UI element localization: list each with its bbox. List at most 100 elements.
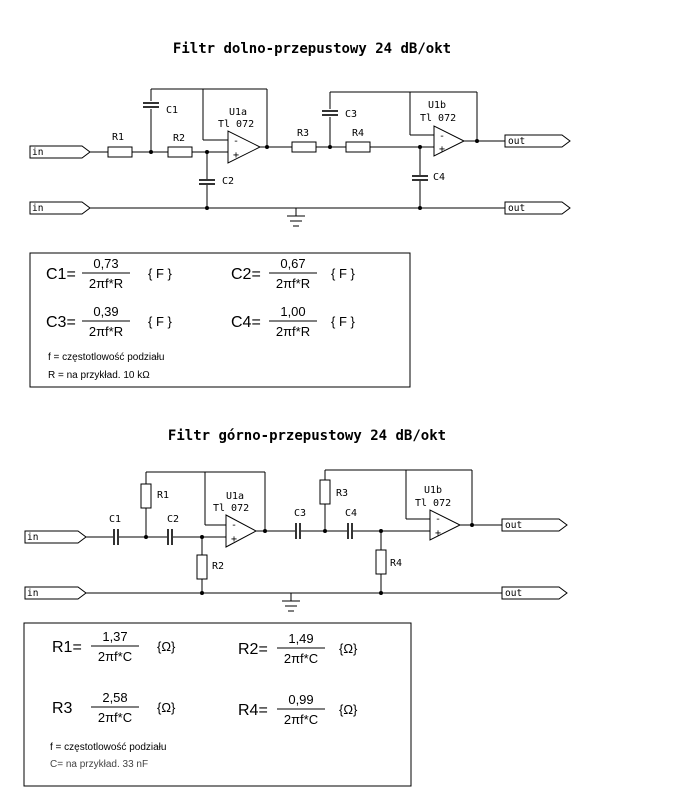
- lowpass-u1b-type: Tl 072: [420, 113, 456, 124]
- svg-text:R3: R3: [52, 700, 73, 717]
- svg-text:{ F }: { F }: [331, 266, 356, 281]
- svg-text:-: -: [231, 520, 237, 531]
- highpass-formula-box: [23, 622, 412, 787]
- svg-text:out: out: [508, 203, 525, 214]
- svg-text:R2=: R2=: [238, 641, 268, 658]
- svg-text:R4=: R4=: [238, 702, 268, 719]
- svg-text:2πf*R: 2πf*R: [89, 276, 123, 291]
- svg-text:out: out: [505, 588, 522, 599]
- svg-text:in: in: [32, 203, 43, 214]
- lowpass-title: Filtr dolno-przepustowy 24 dB/okt: [173, 41, 451, 57]
- lowpass-c1-label: C1: [166, 105, 178, 116]
- highpass-c2-label: C2: [167, 514, 179, 525]
- lowpass-formula-box: [29, 252, 411, 388]
- highpass-out-ground-port[interactable]: out: [501, 586, 568, 600]
- lowpass-note-f: f = częstotlowość podziału: [48, 352, 164, 363]
- highpass-r1: [140, 483, 152, 509]
- svg-text:0,99: 0,99: [288, 692, 313, 707]
- highpass-r4-label: R4: [390, 558, 402, 569]
- highpass-out-port[interactable]: out: [501, 518, 568, 532]
- svg-text:{ F }: { F }: [148, 314, 173, 329]
- svg-text:{Ω}: {Ω}: [157, 639, 176, 654]
- lowpass-r3-label: R3: [297, 128, 309, 139]
- lowpass-opamp-u1b: [433, 125, 466, 157]
- highpass-formula-r3: R3 2,58 2πf*C {Ω}: [52, 690, 176, 725]
- svg-text:2,58: 2,58: [102, 690, 127, 705]
- highpass-r2-label: R2: [212, 561, 224, 572]
- svg-text:{ F }: { F }: [148, 266, 173, 281]
- svg-text:+: +: [435, 528, 441, 539]
- svg-text:0,39: 0,39: [93, 304, 118, 319]
- lowpass-in-port[interactable]: in: [29, 145, 91, 159]
- svg-text:in: in: [27, 532, 38, 543]
- svg-text:C3=: C3=: [46, 314, 76, 331]
- svg-text:2πf*C: 2πf*C: [284, 712, 318, 727]
- lowpass-formula-c4: C4= 1,00 2πf*R { F }: [231, 304, 356, 339]
- highpass-u1a-type: Tl 072: [213, 503, 249, 514]
- lowpass-out-port[interactable]: out: [504, 134, 571, 148]
- svg-text:-: -: [435, 514, 441, 525]
- highpass-c4-label: C4: [345, 508, 357, 519]
- lowpass-in-ground-port[interactable]: in: [29, 201, 91, 215]
- lowpass-ground-icon: [287, 208, 305, 227]
- svg-text:-: -: [233, 136, 239, 147]
- svg-text:C2=: C2=: [231, 266, 261, 283]
- svg-text:C4=: C4=: [231, 314, 261, 331]
- lowpass-r1: [107, 146, 133, 158]
- lowpass-section: Filtr dolno-przepustowy 24 dB/okt in in …: [29, 41, 571, 388]
- highpass-in-ground-port[interactable]: in: [24, 586, 87, 600]
- lowpass-opamp-u1a: [227, 130, 262, 164]
- svg-text:2πf*R: 2πf*R: [89, 324, 123, 339]
- highpass-formula-r2: R2= 1,49 2πf*C {Ω}: [238, 631, 358, 666]
- lowpass-note-r: R = na przykład. 10 kΩ: [48, 370, 150, 381]
- highpass-opamp-u1a: [225, 514, 258, 548]
- lowpass-formula-c2: C2= 0,67 2πf*R { F }: [231, 256, 356, 291]
- svg-text:2πf*R: 2πf*R: [276, 324, 310, 339]
- highpass-opamp-u1b: [429, 509, 462, 541]
- svg-text:1,00: 1,00: [280, 304, 305, 319]
- lowpass-u1a-label: U1a: [229, 107, 247, 118]
- svg-text:1,49: 1,49: [288, 631, 313, 646]
- svg-text:out: out: [505, 520, 522, 531]
- svg-text:{Ω}: {Ω}: [339, 641, 358, 656]
- highpass-r2: [196, 554, 208, 580]
- highpass-note-f: f = częstotlowość podziału: [50, 742, 166, 753]
- highpass-c3-label: C3: [294, 508, 306, 519]
- svg-text:+: +: [233, 150, 239, 161]
- lowpass-u1b-label: U1b: [428, 100, 446, 111]
- svg-text:-: -: [439, 131, 445, 142]
- lowpass-formula-c3: C3= 0,39 2πf*R { F }: [46, 304, 173, 339]
- highpass-ground-icon: [282, 593, 300, 612]
- highpass-u1b-type: Tl 072: [415, 498, 451, 509]
- svg-text:+: +: [231, 534, 237, 545]
- svg-text:{ F }: { F }: [331, 314, 356, 329]
- svg-text:in: in: [27, 588, 38, 599]
- highpass-u1b-label: U1b: [424, 485, 442, 496]
- highpass-note-c: C= na przykład. 33 nF: [50, 759, 148, 770]
- svg-text:2πf*C: 2πf*C: [98, 649, 132, 664]
- highpass-u1a-label: U1a: [226, 491, 244, 502]
- svg-text:1,37: 1,37: [102, 629, 127, 644]
- highpass-r4: [375, 549, 387, 575]
- highpass-c1-label: C1: [109, 514, 121, 525]
- lowpass-r1-label: R1: [112, 132, 124, 143]
- lowpass-r3: [291, 141, 317, 153]
- svg-text:0,73: 0,73: [93, 256, 118, 271]
- lowpass-c4-label: C4: [433, 172, 445, 183]
- highpass-in-port[interactable]: in: [24, 530, 87, 544]
- highpass-r1-label: R1: [157, 490, 169, 501]
- svg-text:out: out: [508, 136, 525, 147]
- highpass-title: Filtr górno-przepustowy 24 dB/okt: [168, 428, 446, 444]
- lowpass-c3-label: C3: [345, 109, 357, 120]
- lowpass-out-ground-port[interactable]: out: [504, 201, 571, 215]
- highpass-r3: [319, 479, 331, 505]
- svg-text:0,67: 0,67: [280, 256, 305, 271]
- svg-text:in: in: [32, 147, 43, 158]
- svg-text:2πf*C: 2πf*C: [98, 710, 132, 725]
- svg-text:C1=: C1=: [46, 266, 76, 283]
- highpass-formula-r4: R4= 0,99 2πf*C {Ω}: [238, 692, 358, 727]
- svg-text:{Ω}: {Ω}: [157, 700, 176, 715]
- lowpass-formula-c1: C1= 0,73 2πf*R { F }: [46, 256, 173, 291]
